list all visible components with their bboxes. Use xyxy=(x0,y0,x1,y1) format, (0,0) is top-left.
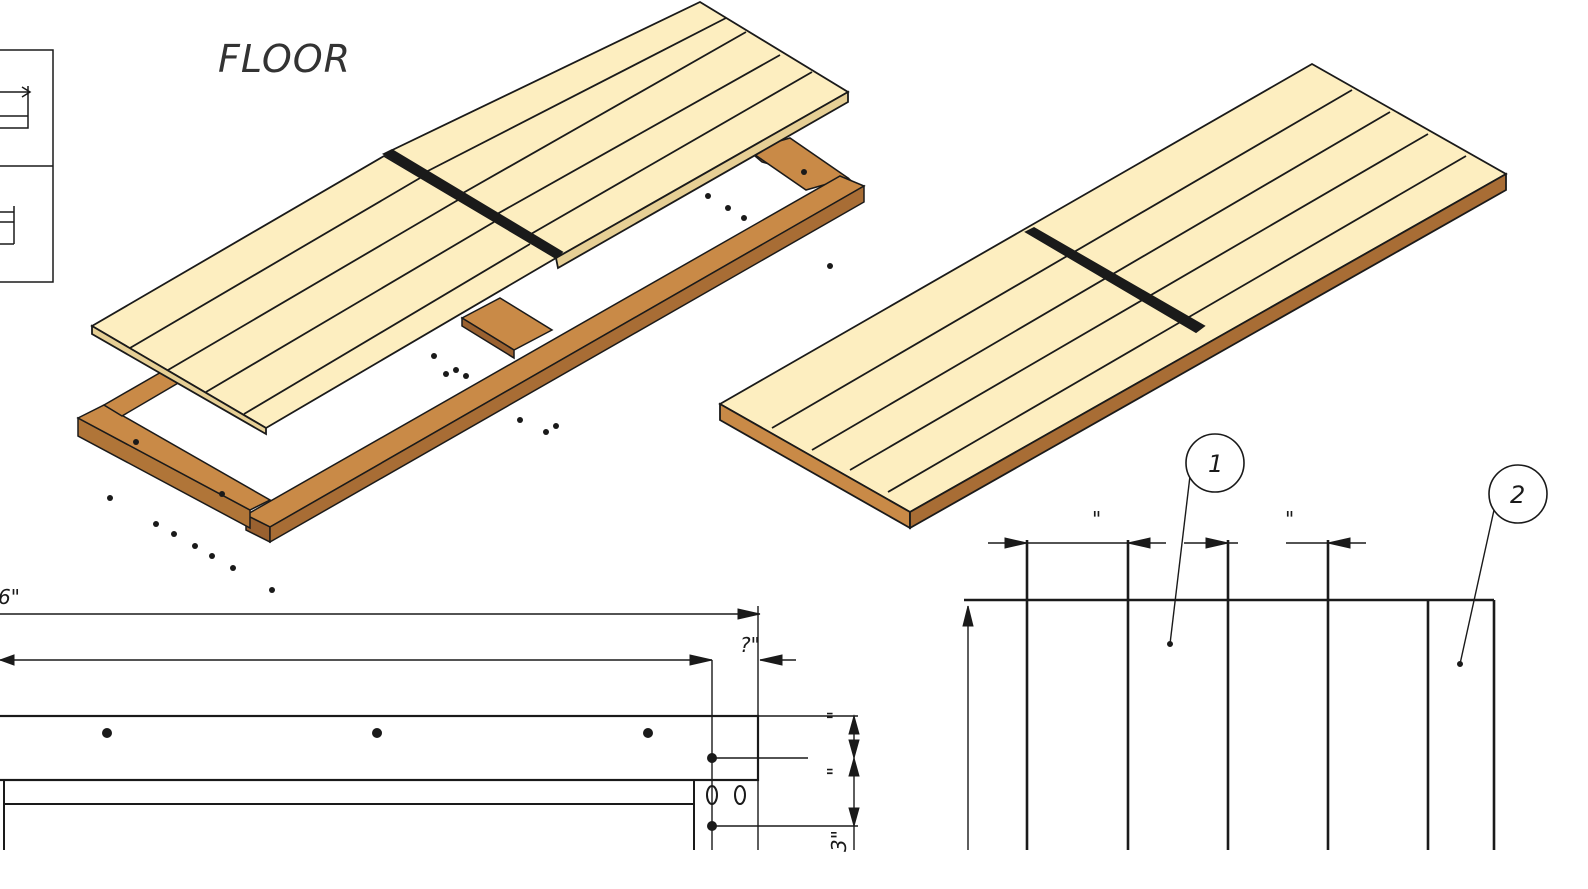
exploded-floor-view xyxy=(76,0,866,593)
dimension-gap-width: " xyxy=(1285,507,1294,531)
drawing-title: FLOOR xyxy=(218,37,351,81)
dimension-board-width: " xyxy=(1092,507,1101,531)
balloon-1-label: 1 xyxy=(1208,450,1223,478)
frame-rails xyxy=(76,137,866,544)
screws xyxy=(107,169,833,593)
dimension-rail-3: 3" xyxy=(827,830,851,852)
floor-planks-front xyxy=(90,148,564,436)
revision-table-fragment xyxy=(0,49,54,283)
side-elevation-drawing xyxy=(0,606,860,850)
dimension-rail-1: " xyxy=(823,711,847,720)
dimension-inner-gap: ?" xyxy=(740,633,760,657)
floor-planks-back xyxy=(382,0,850,270)
board-layout-drawing xyxy=(962,433,1548,850)
assembled-floor-view xyxy=(718,62,1508,530)
balloon-2-label: 2 xyxy=(1510,481,1525,509)
dimension-overall-length: 6" xyxy=(0,585,20,609)
dimension-rail-2: " xyxy=(823,767,847,776)
